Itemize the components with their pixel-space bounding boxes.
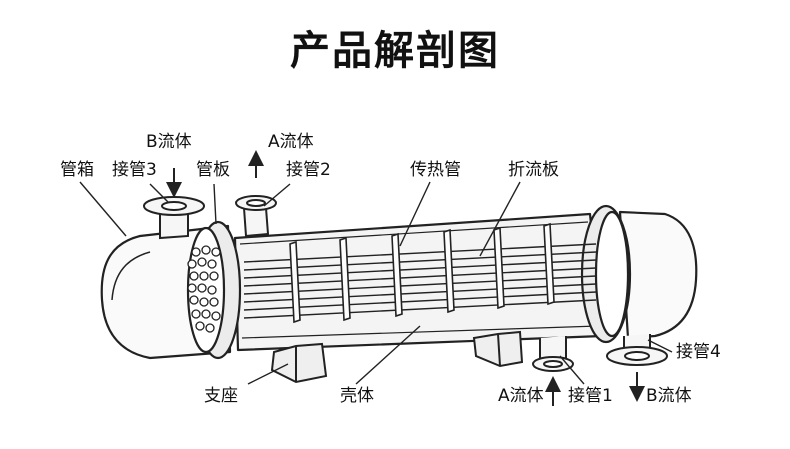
flow-arrows [166, 150, 645, 406]
label-nozzle-4: 接管4 [676, 342, 721, 362]
label-shell: 壳体 [340, 386, 374, 406]
label-baffle: 折流板 [508, 160, 559, 180]
supports [270, 330, 524, 384]
label-support: 支座 [204, 386, 238, 406]
tube-sheet-holes [187, 245, 221, 333]
label-fluid-a-bottom: A流体 [498, 386, 544, 406]
page-title: 产品解剖图 [290, 28, 500, 74]
label-tube-sheet: 管板 [196, 160, 230, 180]
leader-lines [79, 181, 673, 385]
label-heat-tube: 传热管 [410, 160, 461, 180]
label-nozzle-2: 接管2 [286, 160, 331, 180]
label-nozzle-3: 接管3 [112, 160, 157, 180]
tube-bundle [243, 243, 597, 319]
label-fluid-b-bottom: B流体 [646, 386, 692, 406]
label-fluid-b-top: B流体 [146, 132, 192, 152]
nozzles-top [143, 195, 277, 240]
label-tube-box: 管箱 [60, 160, 94, 180]
right-head-shape [618, 210, 698, 340]
baffles [289, 222, 555, 324]
label-nozzle-1: 接管1 [568, 386, 613, 406]
label-fluid-a-top: A流体 [268, 132, 314, 152]
